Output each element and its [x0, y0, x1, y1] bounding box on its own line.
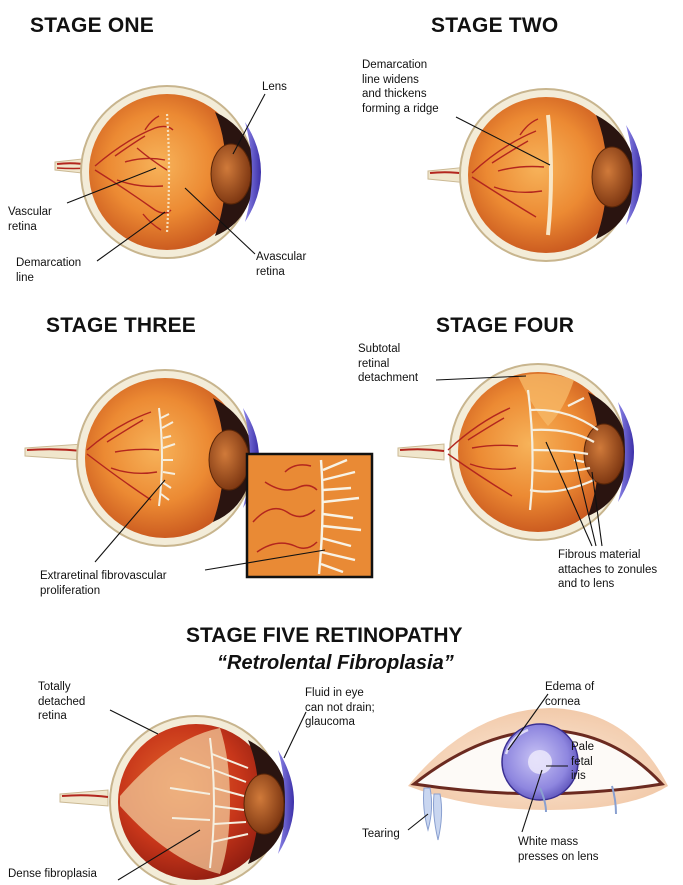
- label-tearing: Tearing: [362, 827, 400, 842]
- label-subtotal-detachment: Subtotal retinal detachment: [358, 342, 418, 386]
- stage-one-title: STAGE ONE: [30, 14, 154, 38]
- stage-three-eye-illustration: [25, 362, 375, 580]
- label-fluid-glaucoma: Fluid in eye can not drain; glaucoma: [305, 686, 375, 730]
- stage-three-title: STAGE THREE: [46, 314, 196, 338]
- label-vascular-retina: Vascular retina: [8, 205, 52, 234]
- label-white-mass: White mass presses on lens: [518, 835, 599, 864]
- label-dense-fibroplasia: Dense fibroplasia: [8, 867, 97, 882]
- stage-two-eye-illustration: [428, 75, 660, 275]
- label-extraretinal-proliferation: Extraretinal fibrovascular proliferation: [40, 569, 167, 598]
- label-pale-fetal-iris: Pale fetal iris: [571, 740, 594, 784]
- label-avascular-retina: Avascular retina: [256, 250, 306, 279]
- label-totally-detached-retina: Totally detached retina: [38, 680, 85, 724]
- label-fibrous-material: Fibrous material attaches to zonules and…: [558, 548, 657, 592]
- label-demarcation-line: Demarcation line: [16, 256, 81, 285]
- stage-four-eye-illustration: [398, 350, 668, 550]
- stage-five-eye-illustration: [60, 698, 310, 885]
- stage-five-subtitle: “Retrolental Fibroplasia”: [217, 652, 454, 675]
- stage-one-eye-illustration: [55, 70, 275, 275]
- stage-four-title: STAGE FOUR: [436, 314, 574, 338]
- stage-two-title: STAGE TWO: [431, 14, 558, 38]
- label-lens: Lens: [262, 80, 287, 95]
- label-demarcation-ridge: Demarcation line widens and thickens for…: [362, 58, 439, 116]
- label-edema-of-cornea: Edema of cornea: [545, 680, 594, 709]
- stage-five-title: STAGE FIVE RETINOPATHY: [186, 624, 463, 648]
